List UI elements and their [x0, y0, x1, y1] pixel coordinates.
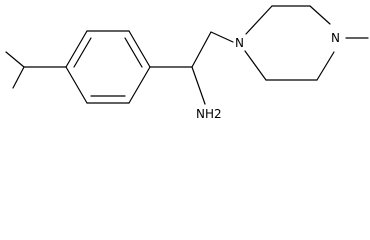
bond-benzene-double-1 [73, 37, 92, 68]
bond-diazepane-1 [245, 5, 273, 35]
atom-labels: NH2 N N [196, 31, 340, 121]
ring-nitrogen-label-2: N [331, 31, 340, 45]
bond-ch-to-ch2 [191, 31, 212, 68]
bond-ch-to-nh2 [191, 66, 206, 105]
bond-benzene-6 [65, 66, 88, 104]
bond-diazepane-4 [316, 51, 335, 81]
bond-isopropyl-methyl-1 [5, 51, 25, 68]
ring-nitrogen-label-1: N [235, 36, 244, 50]
chemical-structure-diagram: NH2 N N [5, 5, 369, 121]
amine-label: NH2 [196, 107, 222, 121]
bond-benzene-4 [128, 66, 151, 104]
bonds [5, 5, 369, 105]
bond-benzene-double-2 [124, 37, 143, 68]
bond-benzene-3 [128, 30, 151, 68]
bond-benzene-1 [65, 30, 88, 68]
bond-diazepane-3 [309, 5, 331, 25]
bond-ch2-to-n [210, 31, 234, 43]
bond-isopropyl-methyl-2 [12, 66, 25, 89]
bond-diazepane-6 [244, 50, 267, 81]
